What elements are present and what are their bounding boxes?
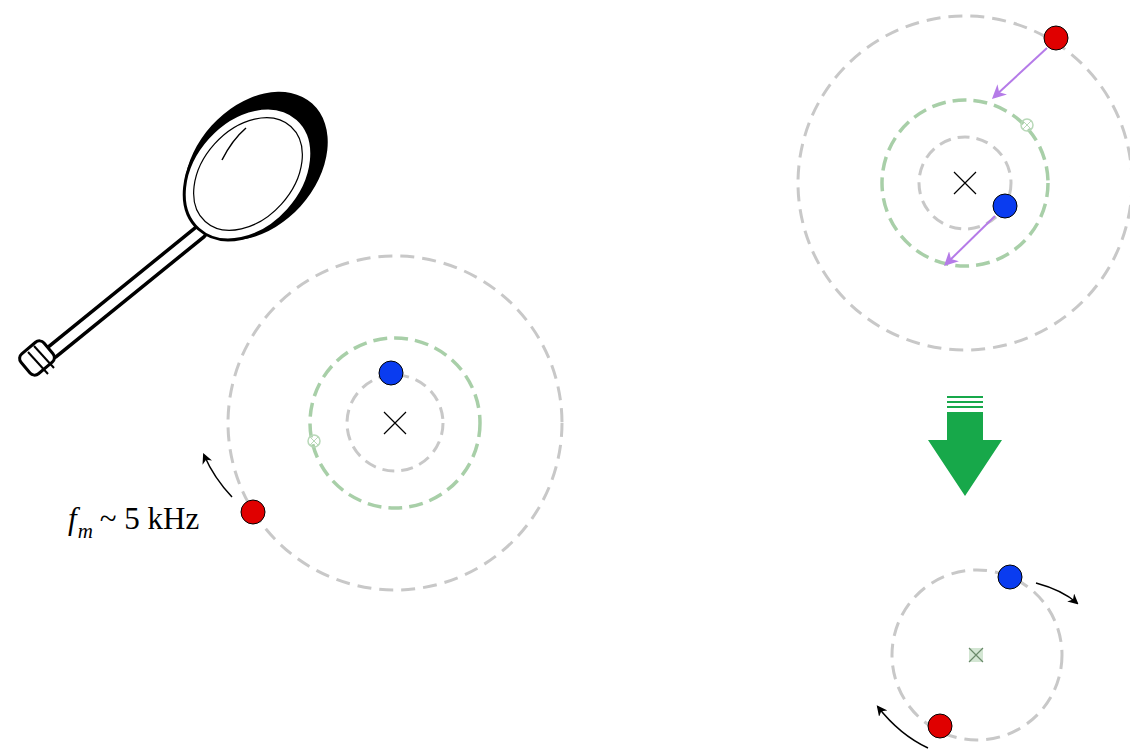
left-orbits — [204, 256, 562, 590]
right-bottom-orbit — [878, 565, 1077, 748]
subscript-label: m — [78, 521, 93, 542]
transition-arrow — [928, 397, 1002, 496]
right-top-orbits — [798, 16, 1130, 350]
frequency-label: f — [68, 503, 77, 534]
magnifying-glass — [17, 63, 357, 377]
frequency-label: ~ 5 kHz — [100, 503, 199, 534]
